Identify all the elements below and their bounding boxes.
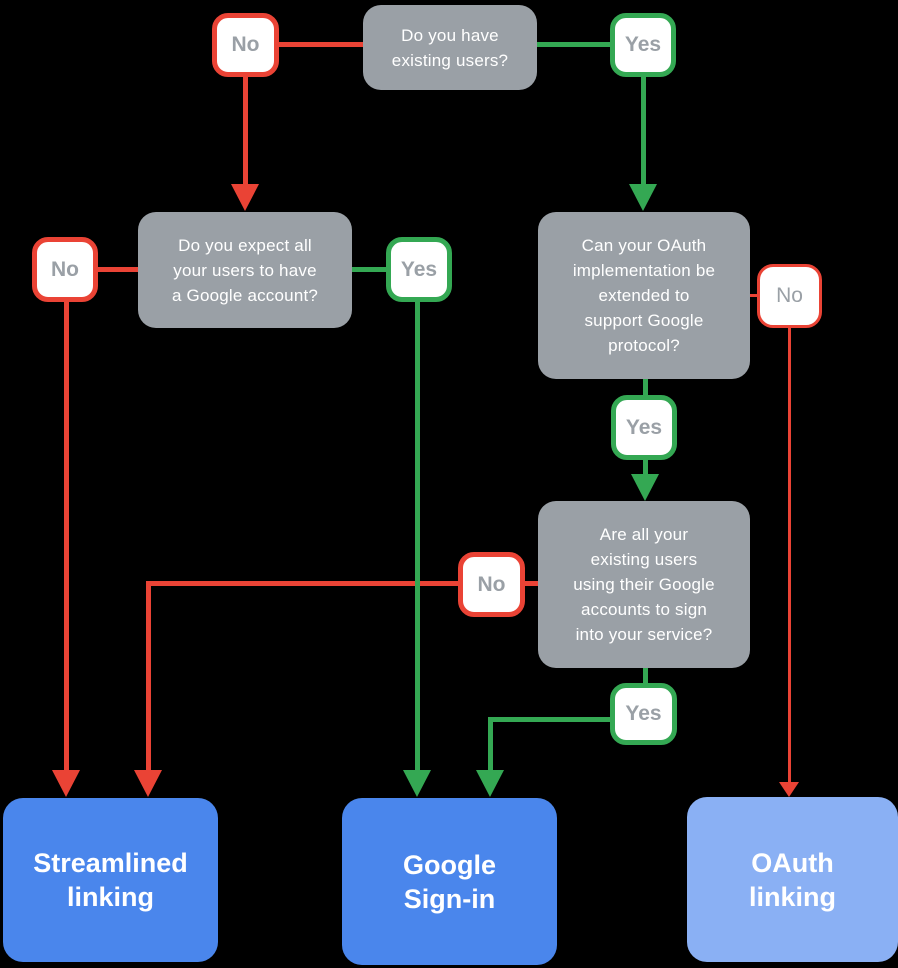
no-badge-q3: No	[757, 264, 822, 328]
arrowhead-yes2-to-signin-icon	[403, 770, 431, 797]
no-label: No	[51, 257, 79, 281]
result-line: OAuth	[751, 847, 834, 878]
no-badge-q1: No	[212, 13, 279, 77]
question-line: protocol?	[608, 336, 680, 355]
result-line: linking	[749, 881, 836, 912]
connector-no2-down	[64, 300, 69, 770]
question-existing-users: Do you have existing users?	[363, 5, 537, 90]
question-line: into your service?	[575, 625, 713, 644]
arrowhead-no4-to-streamlined-icon	[134, 770, 162, 797]
question-line: existing users?	[391, 50, 509, 70]
connector-no4-left	[146, 581, 458, 586]
no-badge-q4: No	[458, 552, 525, 617]
question-line: Can your OAuth	[581, 236, 707, 255]
question-line: Are all your	[599, 525, 689, 544]
question-line: your users to have	[173, 260, 317, 280]
question-line: accounts to sign	[580, 600, 708, 619]
connector-no1-to-q1	[277, 42, 363, 47]
question-users-sign-in-google: Are all your existing users using their …	[538, 501, 750, 668]
arrowhead-yes1-down-icon	[629, 184, 657, 211]
yes-label: Yes	[625, 702, 662, 725]
arrowhead-no1-down-icon	[231, 184, 259, 211]
question-line: support Google	[584, 311, 704, 330]
no-badge-q2: No	[32, 237, 98, 302]
connector-no4-down	[146, 581, 151, 770]
result-line: Google	[403, 849, 496, 880]
result-google-sign-in: Google Sign-in	[342, 798, 557, 965]
question-expect-google-account: Do you expect all your users to have a G…	[138, 212, 352, 328]
connector-no4-to-q4	[523, 581, 538, 586]
connector-no3-down	[788, 327, 791, 782]
result-line: Sign-in	[403, 883, 496, 914]
no-label: No	[231, 33, 260, 56]
question-line: Do you expect all	[178, 235, 312, 255]
yes-badge-q2: Yes	[386, 237, 452, 302]
question-line: existing users	[590, 550, 698, 569]
connector-yes1-down	[641, 76, 646, 184]
connector-yes4-left	[488, 717, 611, 722]
connector-q3-to-no3	[746, 294, 757, 297]
connector-yes3-down	[643, 459, 648, 475]
arrowhead-no3-to-oauth-icon	[779, 782, 799, 797]
connector-no1-down	[243, 76, 248, 184]
question-line: Do you have	[401, 25, 499, 45]
result-oauth-linking: OAuth linking	[687, 797, 898, 962]
yes-badge-q4: Yes	[610, 683, 677, 745]
connector-yes2-down	[415, 300, 420, 770]
yes-badge-q1: Yes	[610, 13, 676, 77]
no-label: No	[477, 572, 506, 596]
connector-q1-to-yes1	[536, 42, 610, 47]
arrowhead-no2-to-streamlined-icon	[52, 770, 80, 797]
question-line: extended to	[598, 286, 690, 305]
yes-label: Yes	[624, 33, 662, 56]
connector-yes4-down	[488, 717, 493, 770]
no-label: No	[776, 284, 803, 307]
question-line: a Google account?	[171, 285, 319, 305]
arrowhead-yes4-to-signin-icon	[476, 770, 504, 797]
question-oauth-extendable: Can your OAuth implementation be extende…	[538, 212, 750, 379]
arrowhead-yes3-to-q4-icon	[631, 474, 659, 501]
yes-label: Yes	[400, 257, 438, 281]
question-line: using their Google	[573, 575, 715, 594]
connector-q2-to-yes2	[351, 267, 387, 272]
result-line: linking	[67, 882, 154, 912]
connector-q4-to-yes4	[643, 668, 648, 684]
result-streamlined-linking: Streamlined linking	[3, 798, 218, 962]
yes-badge-q3: Yes	[611, 395, 677, 460]
result-line: Streamlined	[33, 848, 188, 878]
yes-label: Yes	[625, 415, 663, 439]
connector-no2-to-q2	[96, 267, 138, 272]
connector-q3-to-yes3	[643, 378, 648, 396]
question-line: implementation be	[572, 261, 716, 280]
